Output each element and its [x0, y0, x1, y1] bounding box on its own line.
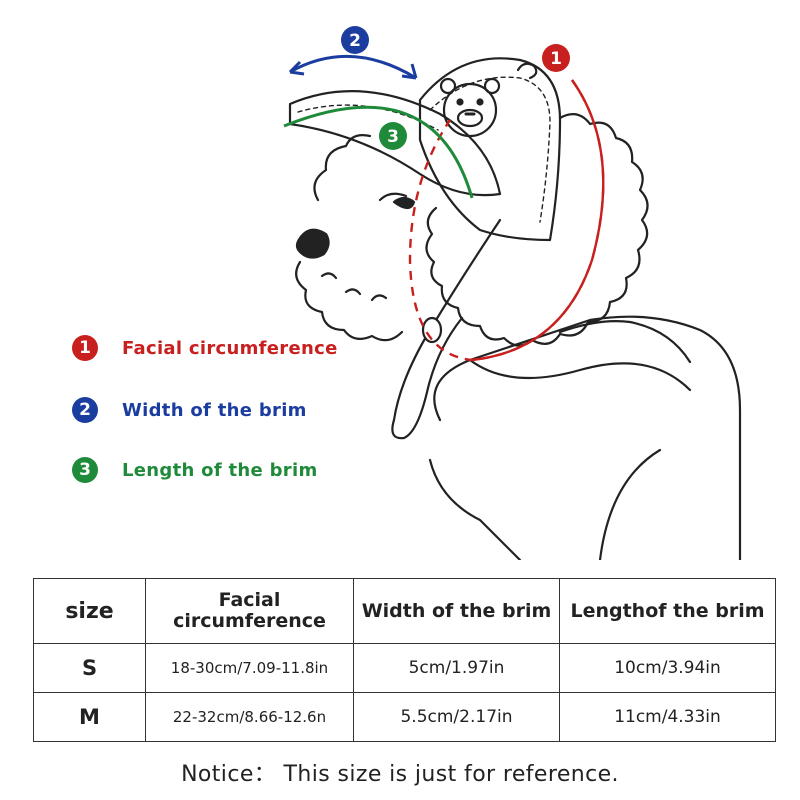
svg-text:1: 1: [550, 49, 562, 69]
header-facial-circumference: Facial circumference: [145, 578, 354, 644]
number-1-icon: 1: [72, 335, 98, 361]
brim-width-arrow: [289, 55, 417, 80]
header-brim-width: Width of the brim: [353, 578, 560, 644]
dog-eye: [392, 196, 416, 210]
svg-text:3: 3: [387, 127, 399, 147]
legend-item-brim-length: 3 Length of the brim: [72, 455, 318, 485]
svg-text:2: 2: [349, 31, 361, 51]
brim-length-value: 11cm/4.33in: [559, 692, 776, 742]
size-value: S: [33, 643, 146, 693]
table-header-row: size Facial circumference Width of the b…: [33, 578, 776, 644]
bear-face-icon: [442, 82, 498, 138]
marker-2-icon: 2: [341, 26, 369, 54]
legend-label: Facial circumference: [122, 337, 338, 359]
marker-1-icon: 1: [542, 44, 570, 72]
legend-label: Width of the brim: [122, 399, 307, 421]
legend-item-brim-width: 2 Width of the brim: [72, 395, 307, 425]
cap-brim: [288, 90, 502, 197]
number-2-icon: 2: [72, 397, 98, 423]
header-size: size: [33, 578, 146, 644]
dog-cap-illustration: 1 2 3: [283, 26, 742, 560]
dog-fur-outline: [313, 113, 649, 347]
size-table: size Facial circumference Width of the b…: [33, 578, 776, 742]
number-3-icon: 3: [72, 457, 98, 483]
facial-circumference-line: [408, 79, 605, 362]
table-row: M 22-32cm/8.66-12.6n 5.5cm/2.17in 11cm/4…: [33, 692, 776, 742]
legend-label: Length of the brim: [122, 459, 318, 481]
brim-width-value: 5cm/1.97in: [353, 643, 560, 693]
dog-sweater: [433, 315, 742, 560]
dog-nose: [295, 228, 330, 259]
header-brim-length: Lengthof the brim: [559, 578, 776, 644]
cap-crown: [418, 57, 562, 242]
notice-text: Notice： This size is just for reference.: [181, 762, 619, 787]
cap-strap: [391, 218, 502, 440]
table-row: S 18-30cm/7.09-11.8in 5cm/1.97in 10cm/3.…: [33, 643, 776, 693]
size-value: M: [33, 692, 146, 742]
brim-width-value: 5.5cm/2.17in: [353, 692, 560, 742]
facial-circumference-value: 18-30cm/7.09-11.8in: [145, 643, 354, 693]
facial-circumference-value: 22-32cm/8.66-12.6n: [145, 692, 354, 742]
marker-3-icon: 3: [379, 122, 407, 150]
brim-length-value: 10cm/3.94in: [559, 643, 776, 693]
brim-length-arc: [283, 105, 474, 199]
legend-item-facial-circumference: 1 Facial circumference: [72, 333, 338, 363]
